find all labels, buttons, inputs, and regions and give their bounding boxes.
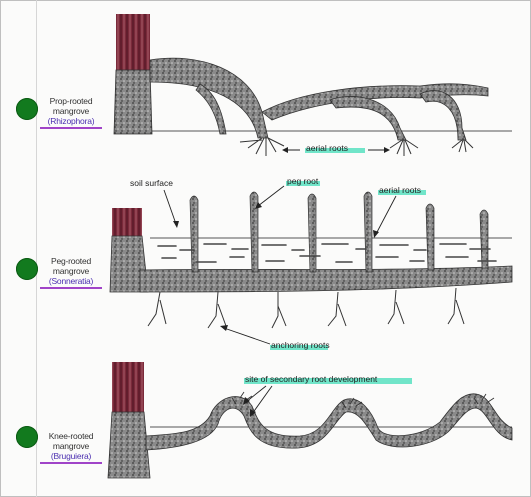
- root-tuft: [390, 140, 418, 156]
- anchoring-roots: [148, 288, 464, 328]
- peg-root: [308, 194, 316, 272]
- peg-root: [190, 196, 198, 272]
- annotation-peg-root: peg root: [287, 176, 319, 186]
- peg-root: [250, 192, 258, 272]
- root-tuft: [452, 140, 473, 152]
- knee-root-section: site of secondary root development: [108, 362, 512, 478]
- small-arch-root: [420, 91, 466, 140]
- peg-root: [426, 204, 434, 270]
- annotation-soil-surface: soil surface: [130, 178, 173, 188]
- peg-root: [480, 210, 488, 268]
- small-arch-root: [330, 96, 406, 140]
- annotation-aerial-roots: aerial roots: [379, 185, 421, 195]
- annotation-anchoring-roots: anchoring roots: [271, 340, 330, 350]
- annotation-aerial-roots: aerial roots: [306, 143, 348, 153]
- mud-marks: [158, 244, 496, 262]
- peg-root-section: soil surface peg root aerial roots ancho…: [110, 176, 512, 350]
- knee-root: [146, 394, 512, 450]
- prop-root-section: aerial roots: [114, 14, 512, 156]
- annotation-secondary-root-site: site of secondary root development: [245, 374, 378, 384]
- root-tuft: [240, 138, 284, 156]
- trunk-base: [114, 70, 152, 134]
- trunk-base: [108, 412, 150, 478]
- peg-root: [364, 192, 372, 272]
